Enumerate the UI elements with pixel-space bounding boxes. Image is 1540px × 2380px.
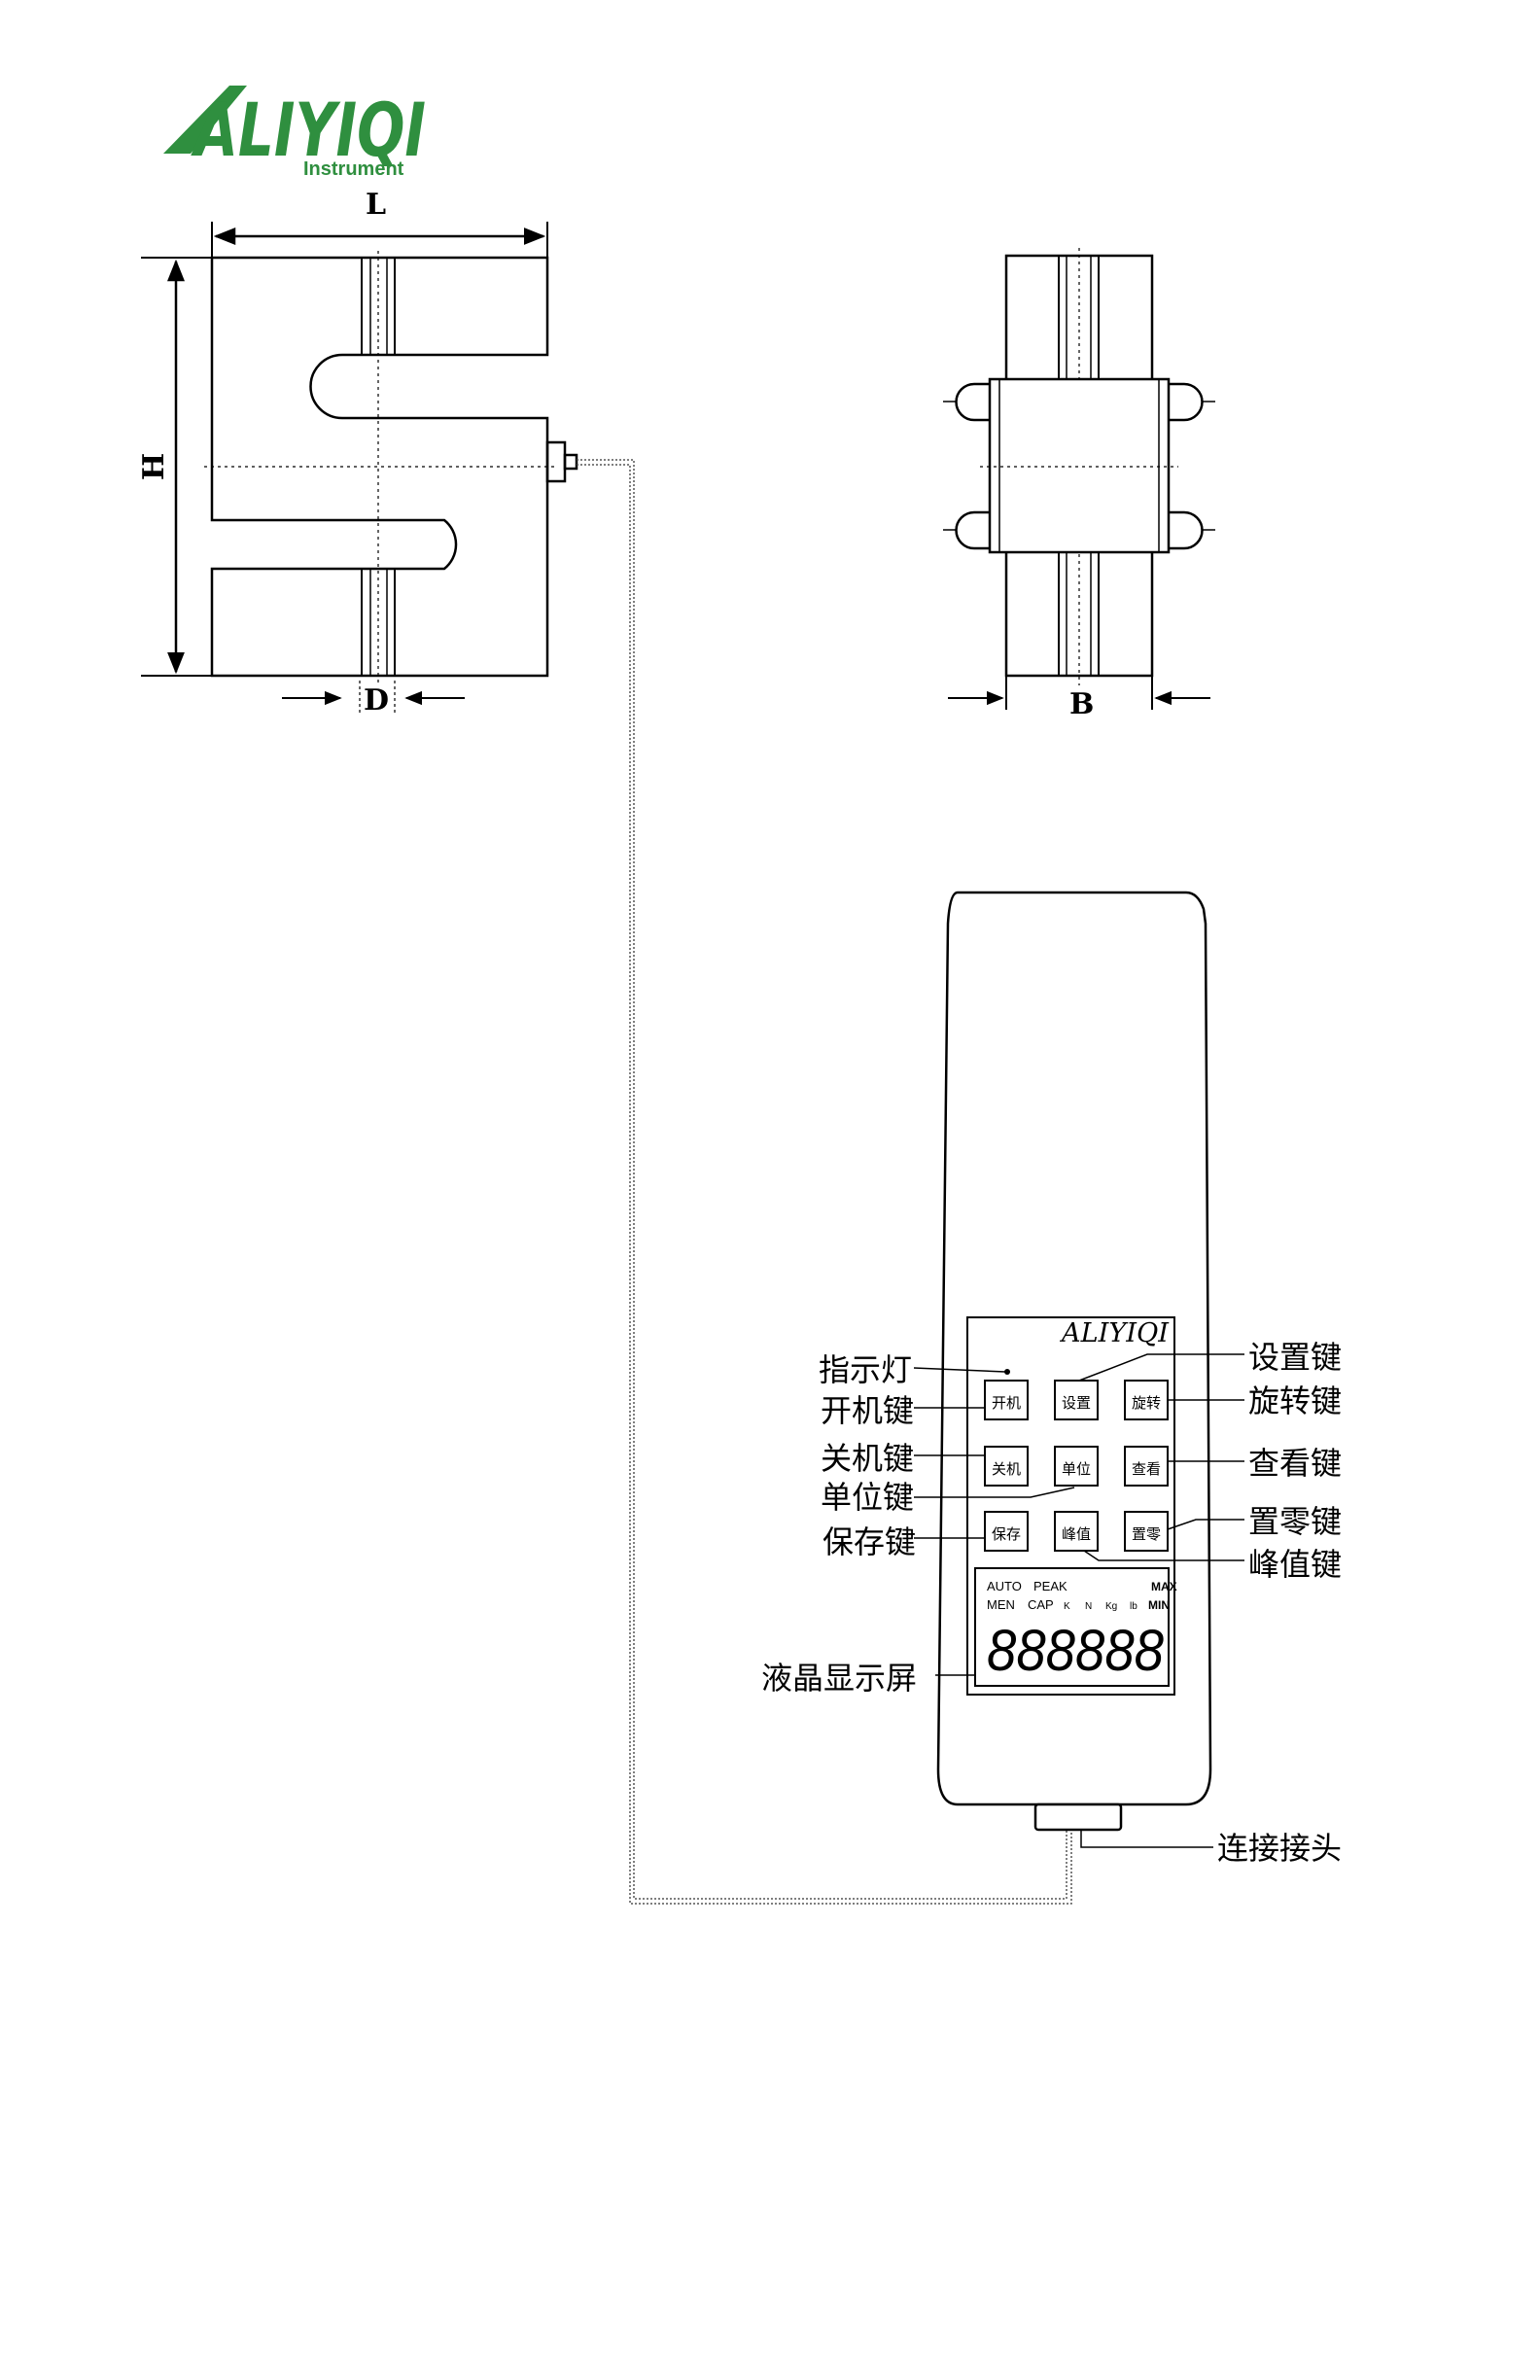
lcd-display: AUTO PEAK MAX MEN CAP K N Kg lb MIN 8888… <box>975 1568 1177 1686</box>
callout-view-key: 查看键 <box>1248 1445 1342 1482</box>
lcd-digits: 888888 <box>987 1618 1165 1683</box>
callout-setting-key: 设置键 <box>1248 1339 1342 1376</box>
callout-lcd-screen: 液晶显示屏 <box>761 1660 917 1697</box>
save-button-label: 保存 <box>992 1525 1021 1543</box>
power-off-button-label: 关机 <box>992 1460 1021 1478</box>
lcd-k: K <box>1064 1601 1070 1612</box>
peak-button-label: 峰值 <box>1062 1525 1091 1543</box>
dimension-h: H <box>137 258 212 676</box>
power-off-button[interactable]: 关机 <box>985 1447 1028 1486</box>
lcd-cap: CAP <box>1028 1597 1054 1612</box>
callout-unit-key: 单位键 <box>821 1479 914 1516</box>
peak-button[interactable]: 峰值 <box>1055 1512 1098 1551</box>
dimension-b-label: B <box>1069 687 1094 721</box>
lcd-max: MAX <box>1151 1580 1177 1593</box>
callout-power-on-key: 开机键 <box>821 1392 914 1429</box>
logo-sub-text: Instrument <box>303 158 404 180</box>
unit-button[interactable]: 单位 <box>1055 1447 1098 1486</box>
meter-connector <box>1035 1804 1121 1830</box>
setting-button-label: 设置 <box>1062 1394 1091 1412</box>
dimension-b: B <box>948 676 1210 721</box>
aliyiqi-logo: ALIYIQI Instrument <box>163 86 426 180</box>
callout-zero-key: 置零键 <box>1248 1503 1342 1540</box>
callout-connector: 连接接头 <box>1217 1830 1342 1867</box>
callout-indicator: 指示灯 <box>819 1351 912 1388</box>
lcd-auto: AUTO <box>987 1579 1022 1593</box>
setting-button[interactable]: 设置 <box>1055 1381 1098 1419</box>
lcd-men: MEN <box>987 1597 1015 1612</box>
dimension-h-label: H <box>137 453 171 480</box>
view-button[interactable]: 查看 <box>1125 1447 1168 1486</box>
load-cell-plug <box>547 442 565 481</box>
dimension-l: L <box>212 188 547 258</box>
panel-brand: ALIYIQI <box>1059 1318 1170 1348</box>
lcd-n: N <box>1085 1601 1092 1612</box>
save-button[interactable]: 保存 <box>985 1512 1028 1551</box>
load-cell-side-view <box>943 248 1215 685</box>
callout-peak-key: 峰值键 <box>1248 1546 1342 1583</box>
callout-save-key: 保存键 <box>822 1523 916 1560</box>
rotate-button-label: 旋转 <box>1132 1394 1161 1412</box>
lcd-lb: lb <box>1130 1601 1138 1612</box>
rotate-button[interactable]: 旋转 <box>1125 1381 1168 1419</box>
unit-button-label: 单位 <box>1062 1460 1091 1478</box>
zero-button-label: 置零 <box>1132 1525 1161 1543</box>
dimension-d: D <box>282 681 465 718</box>
dimension-d-label: D <box>364 683 389 718</box>
power-on-button[interactable]: 开机 <box>985 1381 1028 1419</box>
lcd-kg: Kg <box>1105 1601 1117 1612</box>
dimension-l-label: L <box>366 188 386 222</box>
callout-rotate-key: 旋转键 <box>1248 1382 1342 1419</box>
callout-power-off-key: 关机键 <box>821 1440 914 1477</box>
lcd-min: MIN <box>1148 1598 1170 1612</box>
power-on-button-label: 开机 <box>992 1394 1021 1412</box>
view-button-label: 查看 <box>1132 1460 1161 1478</box>
lcd-peak: PEAK <box>1033 1579 1068 1593</box>
zero-button[interactable]: 置零 <box>1125 1512 1168 1551</box>
load-cell-front-view <box>204 251 577 682</box>
handheld-meter: ALIYIQI 开机 设置 旋转 关机 单位 查看 <box>938 892 1210 1830</box>
